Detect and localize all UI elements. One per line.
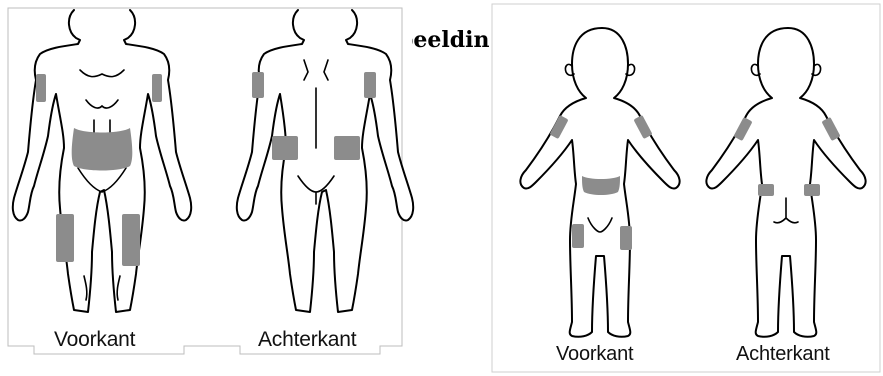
child-back-label: Achterkant xyxy=(736,343,830,366)
child-back-body xyxy=(706,28,865,337)
child-front-label: Voorkant xyxy=(556,343,633,366)
adult-front-label: Voorkant xyxy=(54,328,135,352)
adult-injection-sites-figure: Voorkant Achterkant xyxy=(8,8,412,358)
child-injection-sites-figure: Voorkant Achterkant xyxy=(492,4,880,372)
background-heading: beeldin xyxy=(398,27,492,53)
child-front-body xyxy=(520,28,679,337)
child-figures-drawing xyxy=(492,4,880,372)
adult-back-label: Achterkant xyxy=(258,328,356,352)
adult-figures-drawing xyxy=(8,8,412,358)
adult-back-body xyxy=(237,10,413,312)
adult-front-body xyxy=(13,10,191,312)
